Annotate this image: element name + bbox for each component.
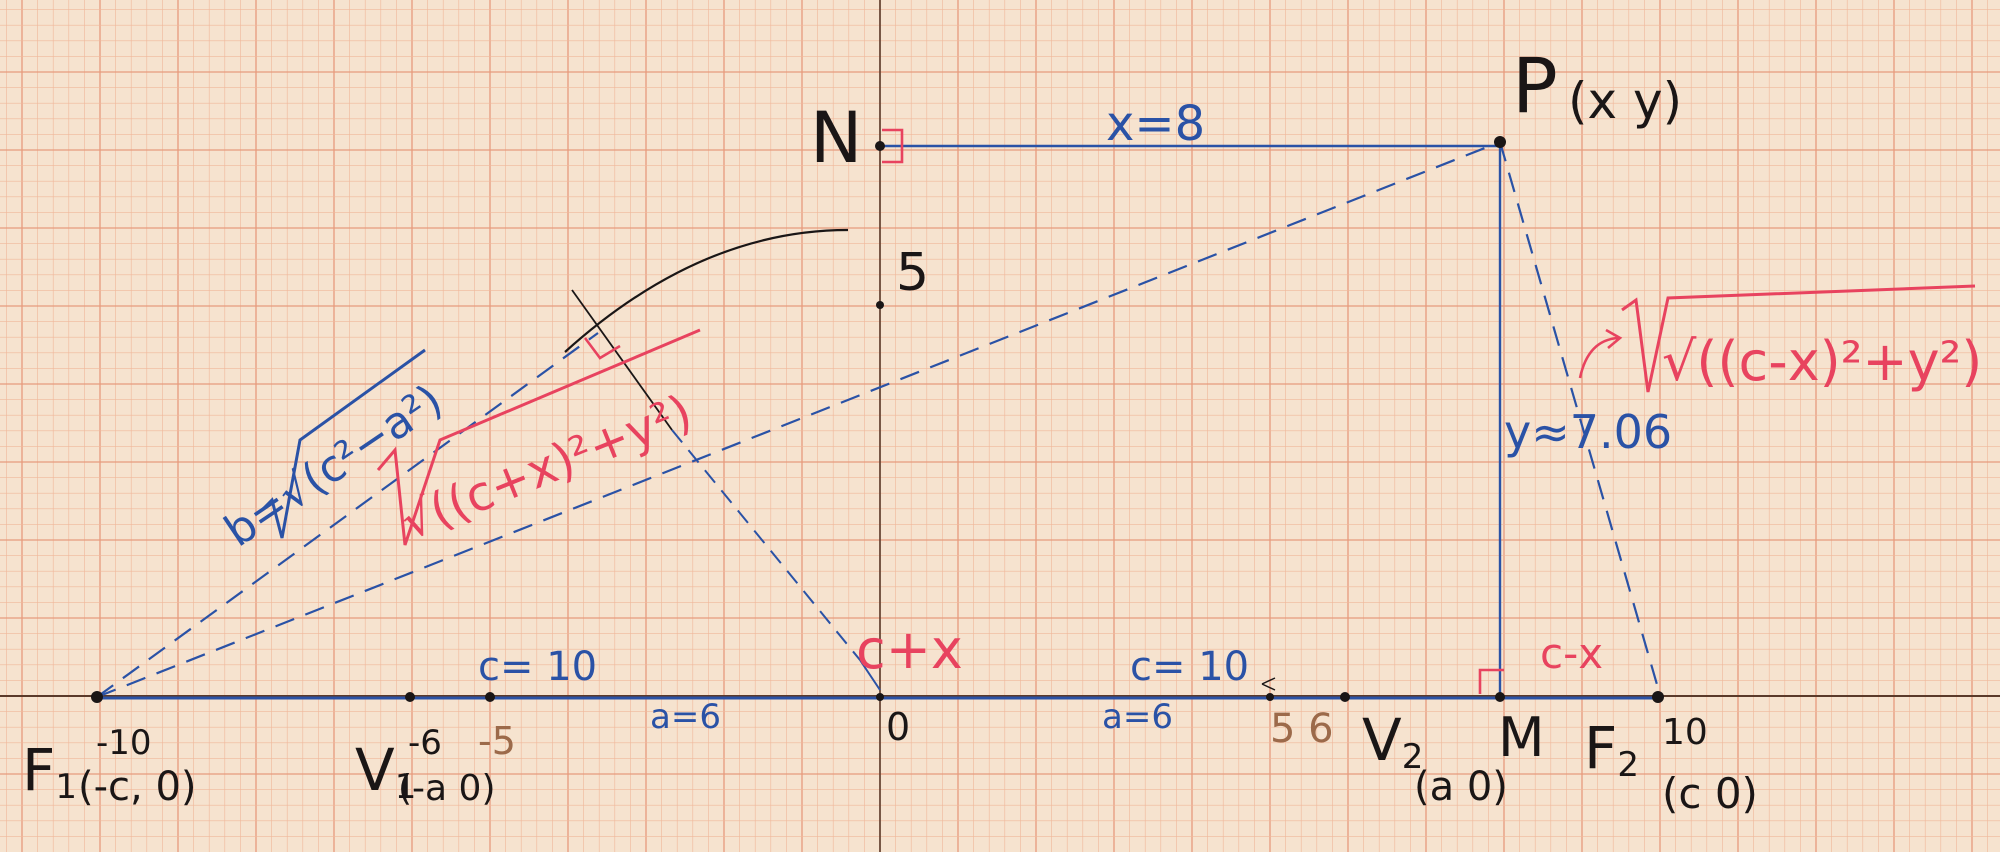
- perpendicular-line-extension: [671, 429, 861, 661]
- b-dashed-line: [96, 332, 599, 698]
- v2-coord: (a 0): [1414, 764, 1508, 810]
- f2-label: F2: [1584, 714, 1639, 785]
- f2-dot: [1652, 691, 1664, 703]
- perpendicular-foot: [859, 659, 881, 691]
- dist-right-root-sign: [1621, 284, 1976, 393]
- v1-coord-top: -6: [408, 723, 442, 763]
- origin-label: 0: [886, 705, 910, 749]
- b-root-sign: [260, 348, 426, 539]
- m-label: M: [1498, 706, 1545, 769]
- p-coord: (x y): [1568, 72, 1682, 130]
- p-dot: [1494, 136, 1506, 148]
- v2-label: V2: [1362, 706, 1423, 777]
- x-eq-label: x=8: [1106, 96, 1205, 152]
- dist-right-label: √((c-x)²+y²): [1662, 330, 1982, 393]
- v1-label: V1: [355, 736, 416, 807]
- tick-five-six: 5 6: [1270, 706, 1334, 752]
- f2-coord: (c 0): [1662, 769, 1758, 818]
- y-approx-label: y≈7.06: [1504, 405, 1672, 459]
- right-angle-arc: [583, 337, 621, 360]
- five-dot: [1266, 693, 1274, 701]
- n-dot: [875, 141, 885, 151]
- f1-to-p-dashed-line: [96, 140, 1501, 699]
- p-label: P: [1512, 41, 1558, 130]
- right-angle-n: [882, 128, 904, 164]
- v1-dot: [405, 692, 415, 702]
- c-minus-x-label: c-x: [1540, 629, 1603, 678]
- c-right-label: c= 10: [1130, 644, 1249, 690]
- m-dot: [1495, 692, 1505, 702]
- c-plus-x-label: c+x: [856, 618, 963, 681]
- right-angle-m: [1478, 668, 1504, 694]
- dist-left-root-sign: [376, 328, 701, 546]
- f1-coord: (-c, 0): [78, 764, 197, 810]
- f1-coord-top: -10: [96, 723, 152, 763]
- a-left-label: a=6: [650, 697, 721, 737]
- y-five-label: 5: [896, 243, 929, 303]
- c-left-label: c= 10: [478, 644, 597, 690]
- v2-arrow: [1261, 677, 1276, 691]
- dist-right-arrow: [1578, 328, 1623, 379]
- f2-coord-top: 10: [1662, 712, 1708, 753]
- neg-five-dot: [485, 692, 495, 702]
- y-five-dot: [876, 301, 884, 309]
- construction-arc: [564, 228, 849, 353]
- f1-dot: [91, 691, 103, 703]
- perpendicular-line: [571, 289, 673, 431]
- v1-coord: (-a 0): [398, 768, 496, 809]
- v2-dot: [1340, 692, 1350, 702]
- a-right-label: a=6: [1102, 697, 1173, 737]
- f1-label: F1: [22, 736, 77, 807]
- tick-neg-five: -5: [478, 719, 516, 763]
- n-label: N: [810, 97, 862, 179]
- origin-dot: [876, 693, 884, 701]
